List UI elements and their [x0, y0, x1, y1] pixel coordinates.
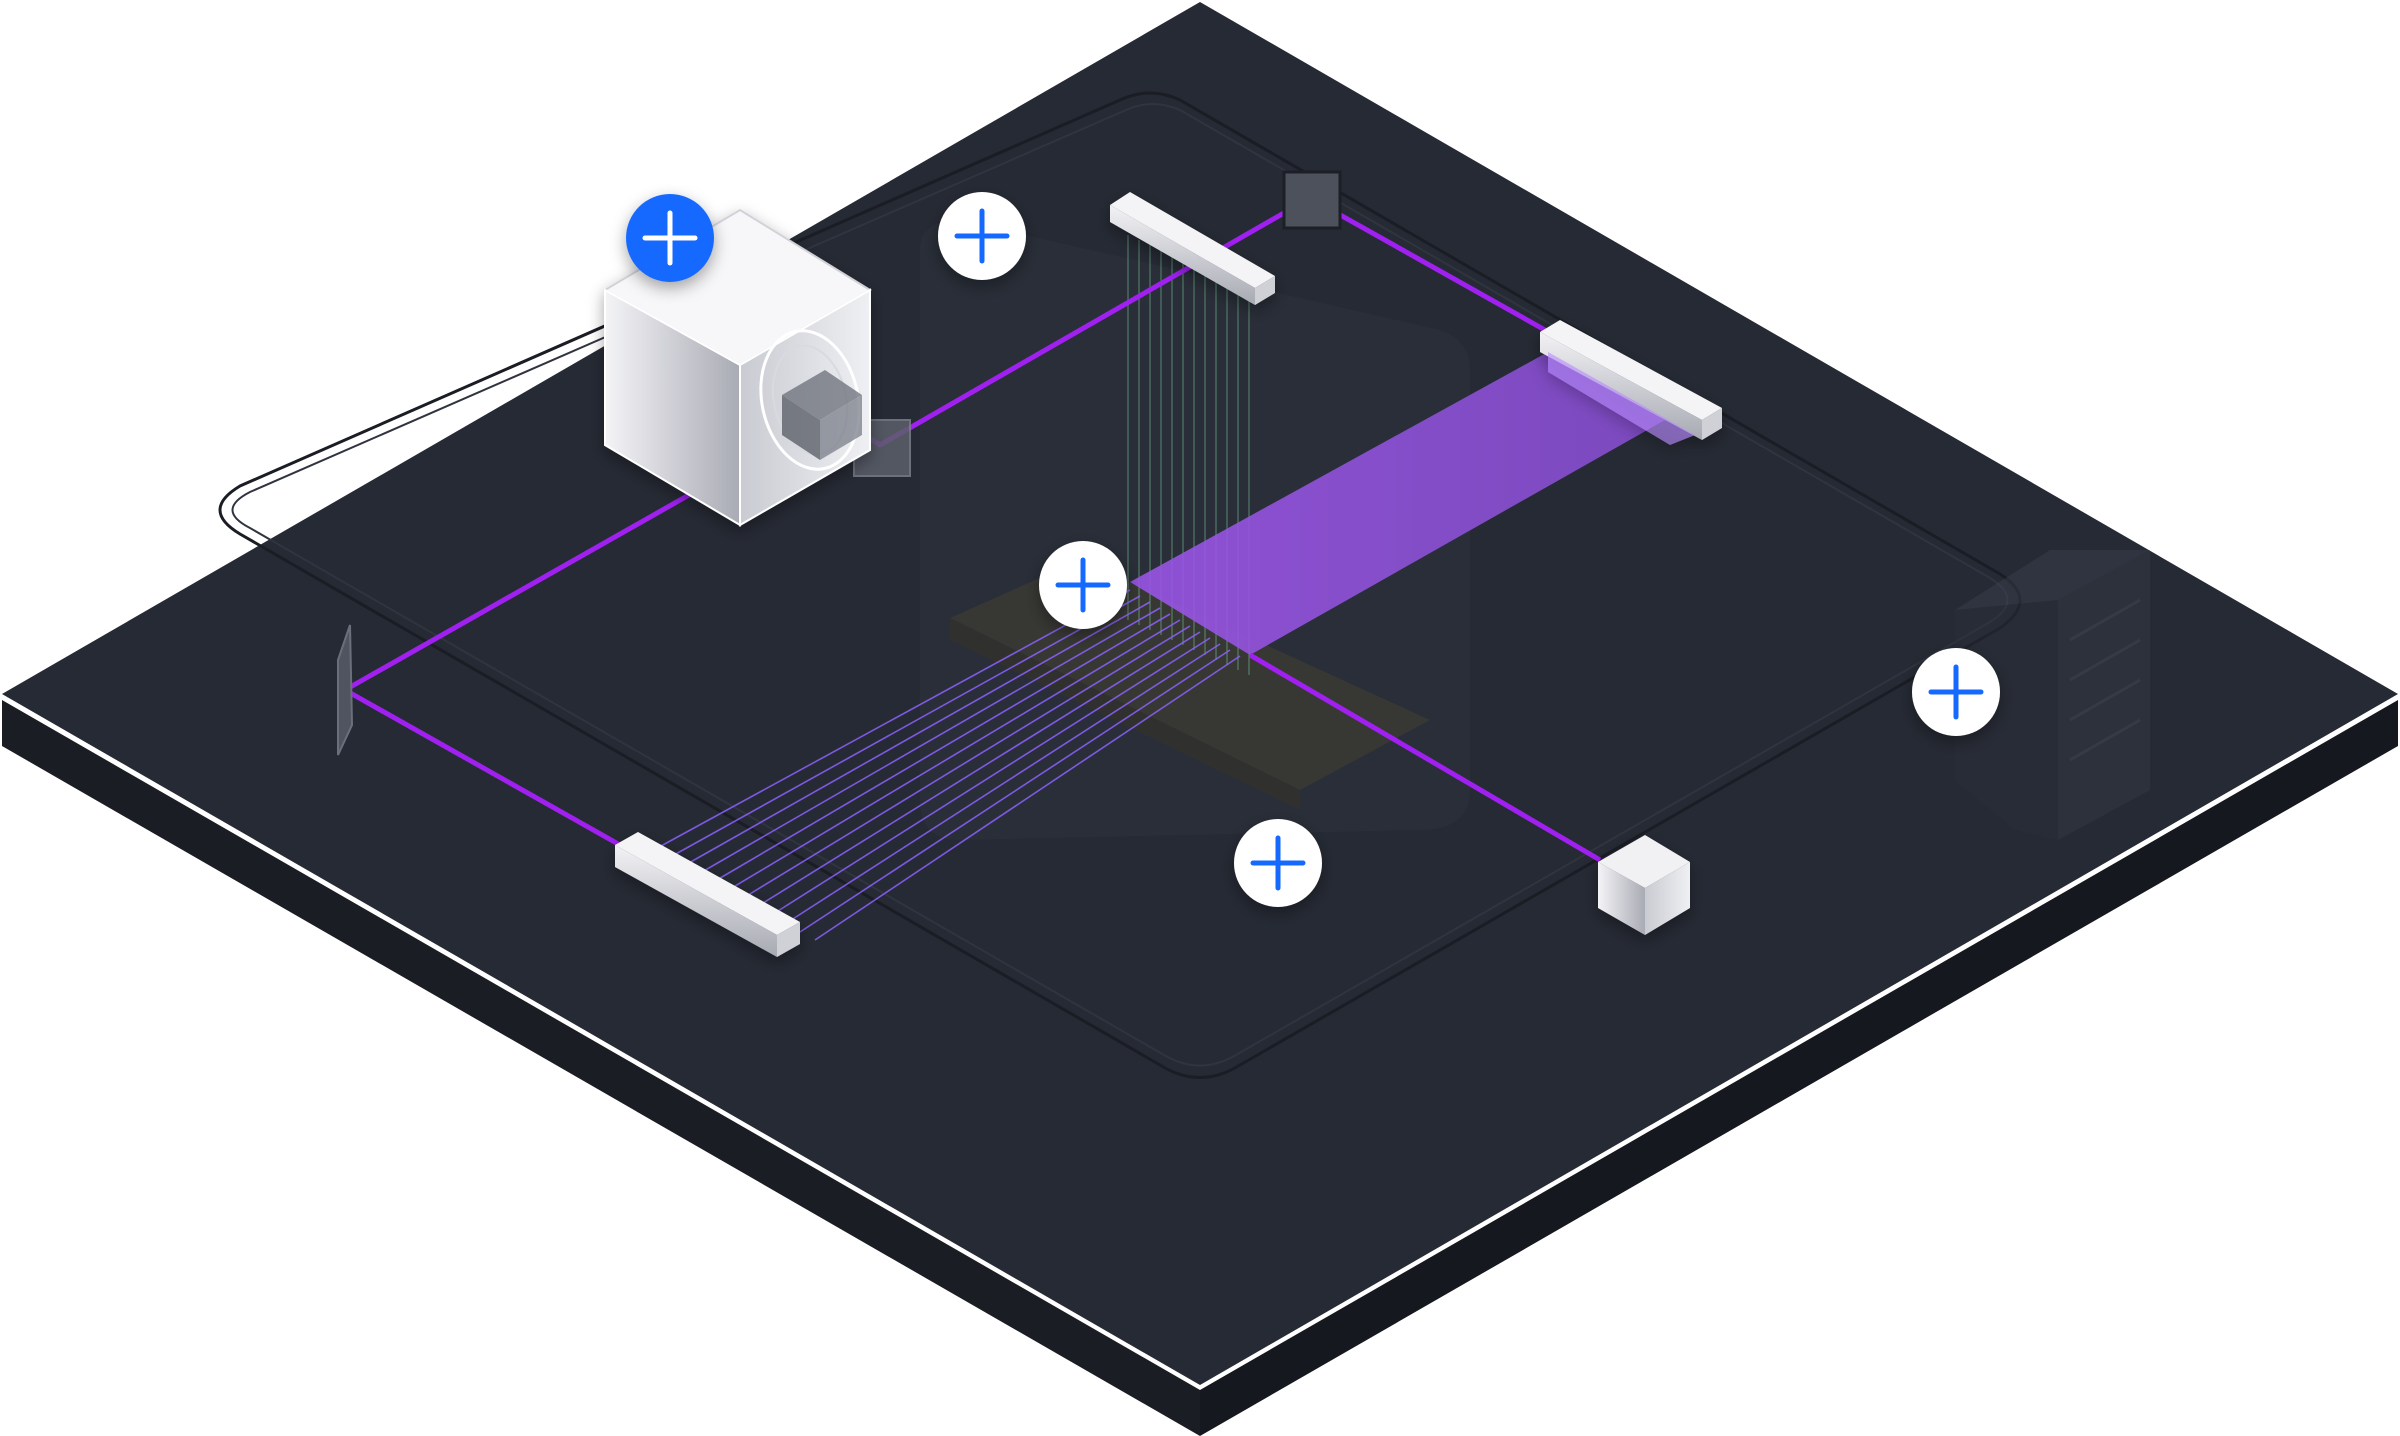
bottom-center-hotspot[interactable]: [1234, 819, 1322, 907]
server-rack: [1955, 550, 2150, 840]
scanner-bar-right: [1540, 320, 1722, 445]
platform-side-right: [1200, 700, 2398, 1436]
plus-icon: [1928, 664, 1984, 720]
filter-square-top: [1282, 170, 1342, 230]
center-hotspot[interactable]: [1039, 541, 1127, 629]
laser-source-hotspot[interactable]: [626, 194, 714, 282]
plus-icon: [954, 208, 1010, 264]
mirror-left: [337, 624, 354, 756]
beam-splitter-cube: [782, 370, 862, 460]
plus-icon: [642, 210, 698, 266]
top-area-hotspot[interactable]: [938, 192, 1026, 280]
platform-side-left: [2, 700, 1200, 1436]
plus-icon: [1250, 835, 1306, 891]
server-rack-hotspot[interactable]: [1912, 648, 2000, 736]
scanner-bar-bottom: [615, 832, 800, 957]
laser-source-box: [602, 208, 872, 527]
plus-icon: [1055, 557, 1111, 613]
scanner-bar-top: [1110, 192, 1275, 305]
light-sheet: [1130, 352, 1665, 655]
detector-cube: [1598, 835, 1690, 935]
platform-rail: [218, 91, 2022, 1079]
scan-lines-fan: [649, 589, 1241, 941]
ghost-column: [920, 220, 1470, 840]
